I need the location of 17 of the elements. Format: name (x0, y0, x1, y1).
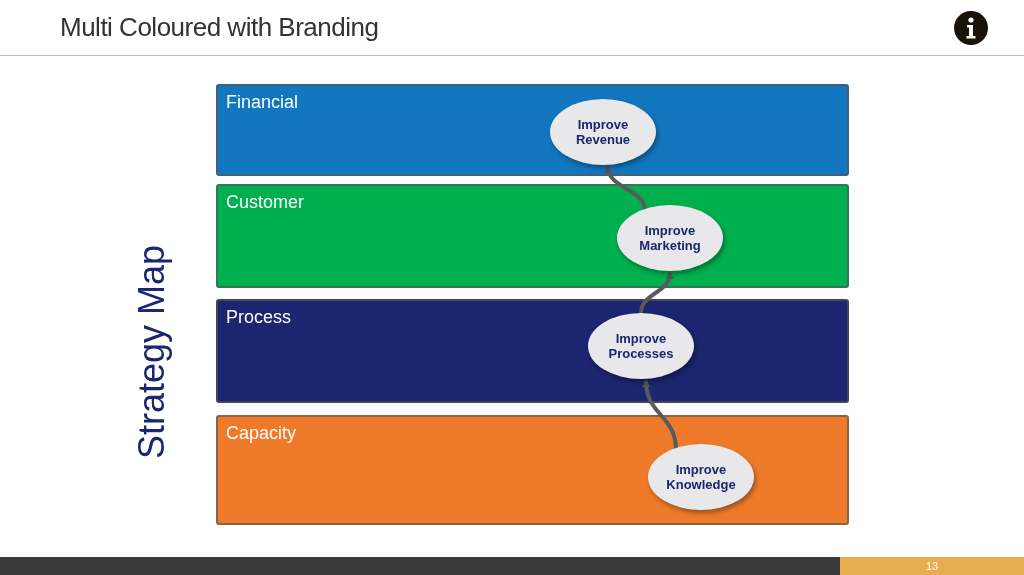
perspective-band (216, 184, 849, 288)
arrow (604, 165, 647, 211)
band-heading: Financial (226, 92, 299, 113)
band-heading: Capacity (226, 423, 297, 444)
band-heading: Customer (226, 192, 305, 213)
perspective-band (216, 415, 849, 525)
perspective-band (216, 84, 849, 176)
arrow (642, 379, 678, 450)
objective-ellipse: Improve Knowledge (648, 444, 754, 510)
page-number: 13 (840, 557, 1024, 575)
vertical-heading: Strategy Map (131, 244, 173, 460)
objective-ellipse: Improve Processes (588, 313, 694, 379)
objective-ellipse: Improve Revenue (550, 99, 656, 165)
perspective-band (216, 299, 849, 403)
slide-title: Multi Coloured with Branding (60, 12, 379, 43)
objective-ellipse: Improve Marketing (617, 205, 723, 271)
band-heading: Process (226, 307, 292, 328)
